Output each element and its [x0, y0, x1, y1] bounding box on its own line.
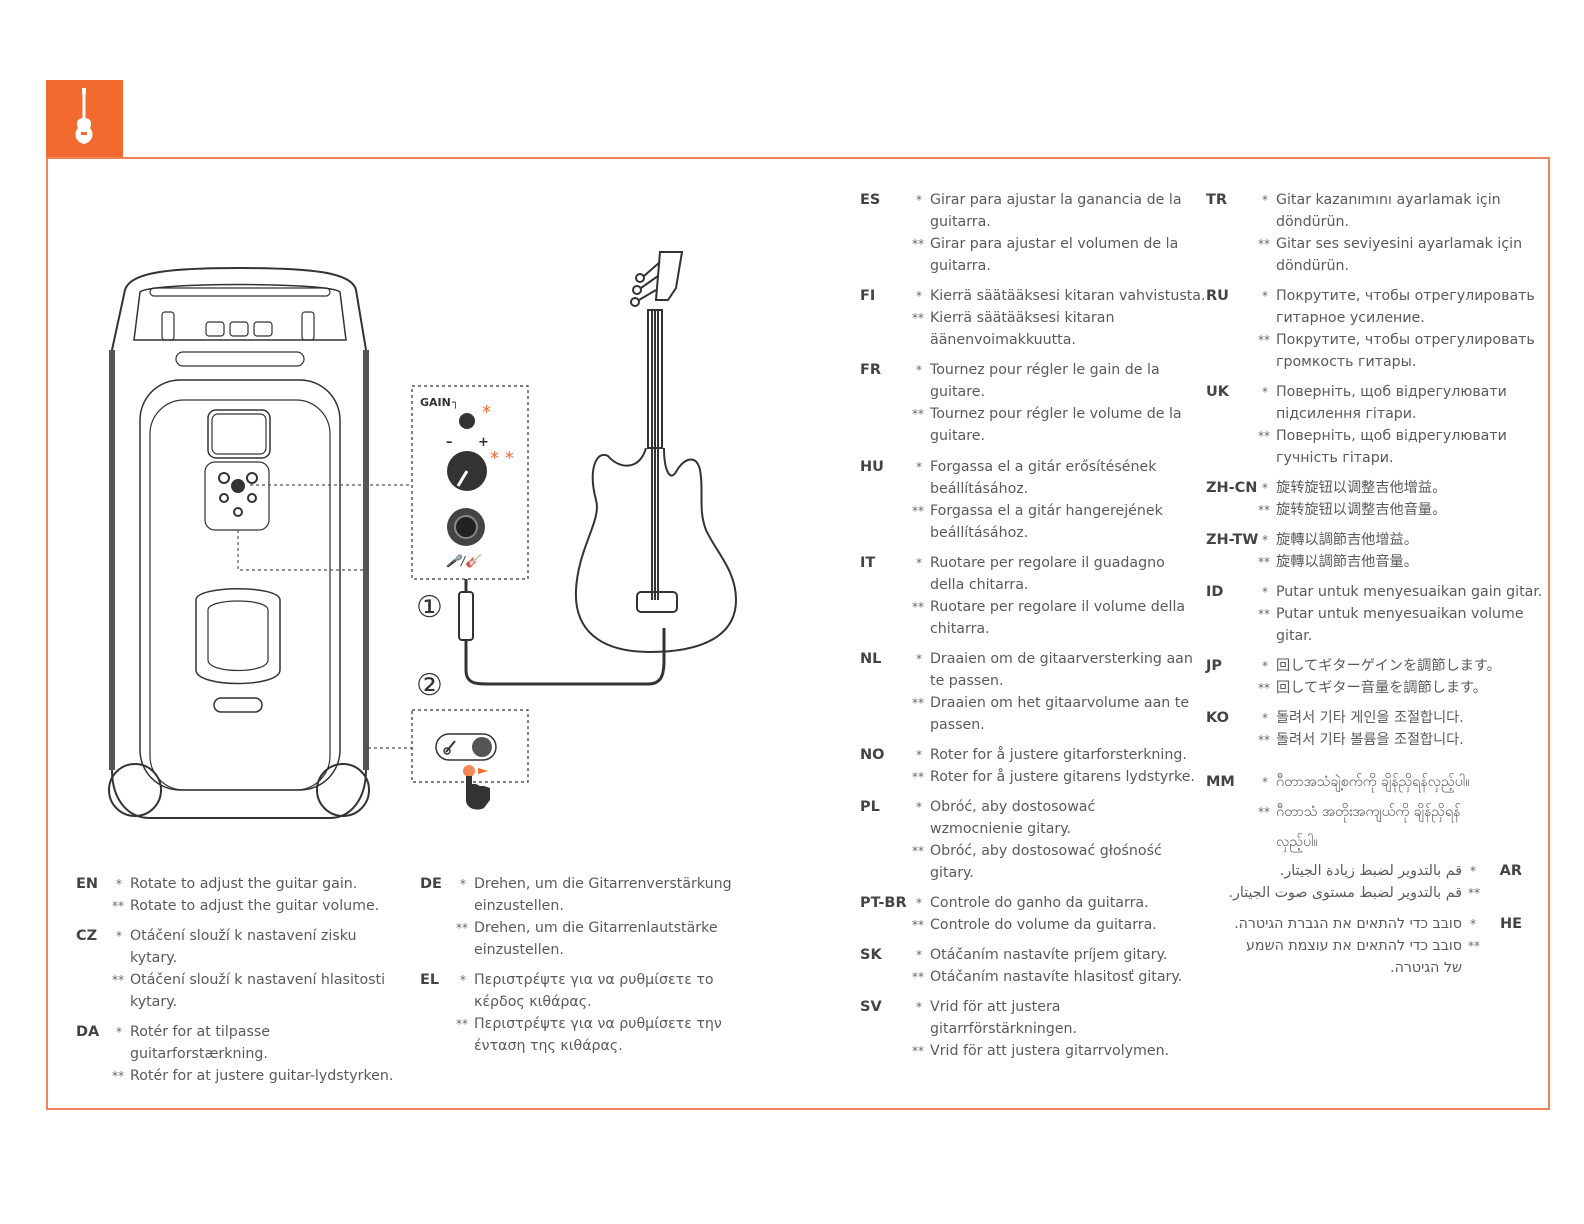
guitar-cable-plug: [458, 591, 474, 641]
step-2-marker: ②: [416, 668, 443, 703]
guitar-mode-button: [435, 733, 497, 761]
hand-pointer-icon: [466, 776, 490, 810]
guitar-icon: [75, 88, 93, 144]
plus-sign: +: [478, 435, 489, 450]
guitar-cable: [464, 628, 666, 686]
gain-label: GAIN: [420, 396, 451, 409]
content-frame: [46, 157, 1550, 1110]
section-tab: [46, 80, 123, 158]
electric-guitar-illustration: [574, 251, 738, 654]
control-panel-box: [411, 385, 529, 580]
mic-guitar-icon: 🎤/🎸: [446, 554, 480, 568]
minus-sign: –: [446, 435, 453, 450]
volume-asterisks: * *: [490, 448, 514, 469]
guide-lines: [237, 484, 412, 749]
step-1-marker: ①: [416, 590, 443, 625]
gain-bracket: ┐: [452, 396, 459, 409]
speaker-illustration: [108, 266, 370, 819]
gain-knob: [459, 413, 475, 429]
gain-asterisk: *: [482, 402, 491, 423]
